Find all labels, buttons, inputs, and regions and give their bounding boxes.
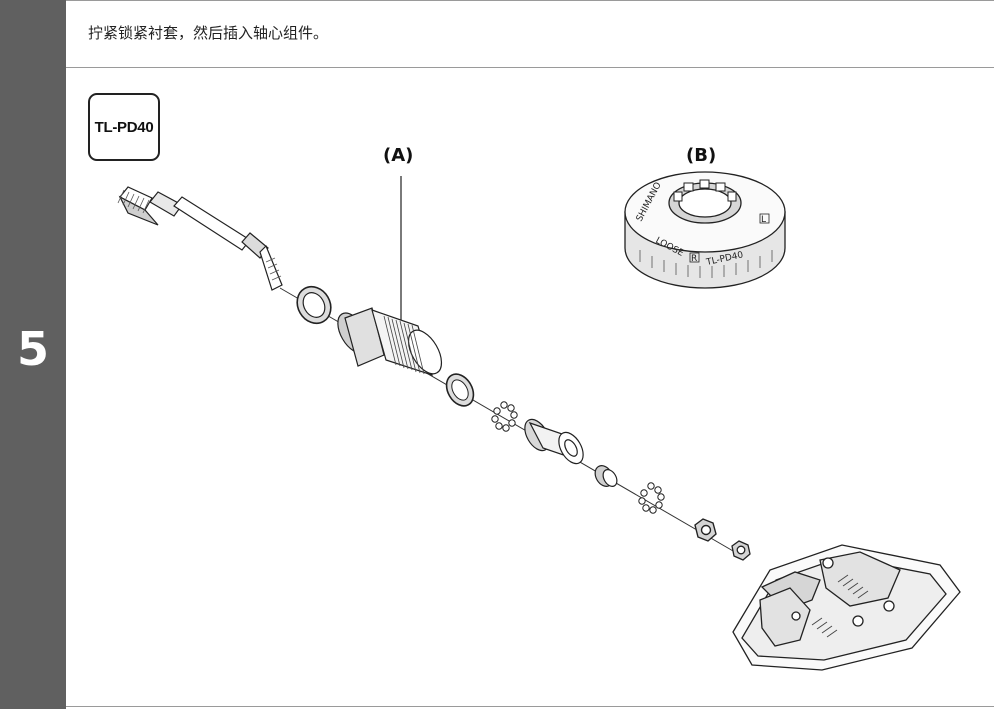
small-bushing: [594, 465, 618, 487]
step-number: 5: [16, 322, 49, 376]
lock-tool: [624, 171, 786, 289]
top-rule: [66, 0, 994, 1]
cone-nut: [731, 540, 751, 561]
label-a: (A): [383, 145, 414, 166]
washer: [445, 373, 475, 407]
seal-ring: [296, 285, 332, 325]
header-divider: [66, 67, 994, 68]
tool-right-mark: R: [691, 254, 697, 264]
instruction-text: 拧紧锁紧衬套，然后插入轴心组件。: [88, 24, 329, 42]
tool-left-mark: L: [761, 215, 766, 225]
axle: [117, 186, 283, 291]
lock-nut: [694, 518, 717, 542]
tool-badge: TL-PD40: [88, 93, 160, 161]
ball-retainer-2: [638, 482, 665, 514]
step-sidebar: [0, 0, 66, 709]
lock-bushing: [337, 307, 443, 376]
pedal-body: [732, 544, 961, 671]
inner-bushing: [524, 418, 584, 465]
bottom-rule: [66, 706, 994, 707]
tool-badge-label: TL-PD40: [94, 118, 154, 136]
label-b: (B): [686, 145, 717, 166]
ball-retainer-1: [491, 401, 518, 432]
